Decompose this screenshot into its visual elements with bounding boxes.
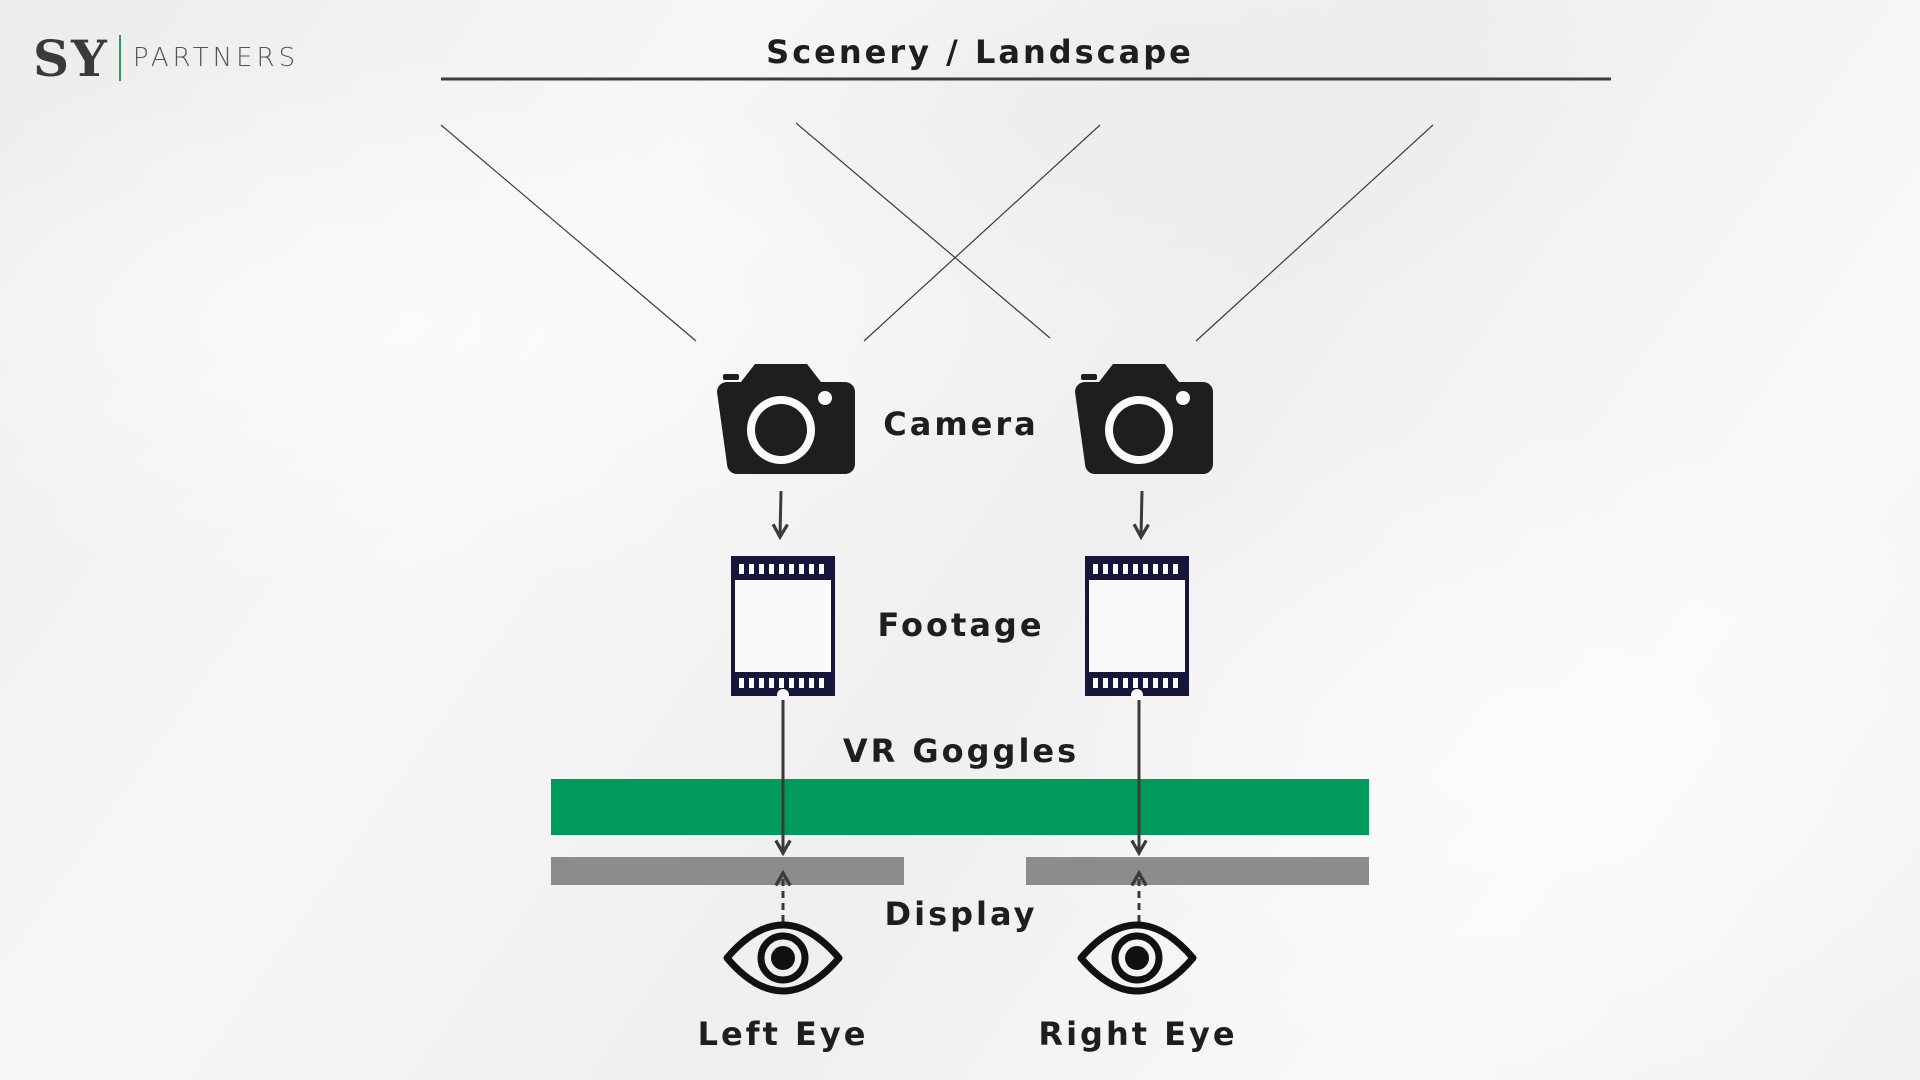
display-bar-right	[1026, 857, 1369, 885]
logo-mark: SY	[33, 28, 109, 88]
eye-icon-left	[727, 925, 839, 991]
logo-divider	[118, 35, 121, 81]
fov-line-left-b	[863, 124, 1101, 342]
display-label: Display	[884, 895, 1038, 933]
camera-icon-right	[1075, 364, 1213, 474]
film-strip-icon-right	[1085, 556, 1189, 696]
eye-icon-right	[1081, 925, 1193, 991]
vr-goggles-label: VR Goggles	[842, 732, 1080, 770]
camera-icon-left	[717, 364, 855, 474]
camera-label: Camera	[883, 405, 1039, 443]
fov-line-right-b	[1195, 124, 1434, 342]
footage-label: Footage	[877, 606, 1045, 644]
field-of-view-lines	[440, 122, 1434, 342]
vr-goggles-bar	[551, 779, 1369, 835]
film-strip-icon-left	[731, 556, 835, 696]
arrow-camera-footage-left	[771, 490, 789, 541]
logo-wordmark: PARTNERS	[132, 43, 300, 73]
right-eye-label: Right Eye	[1038, 1015, 1238, 1053]
display-bar-left	[551, 857, 904, 885]
arrow-camera-footage-right	[1132, 490, 1150, 541]
brand-logo: SY PARTNERS	[33, 28, 300, 88]
fov-line-left-a	[440, 124, 697, 342]
fov-line-right-a	[795, 122, 1051, 339]
left-eye-label: Left Eye	[697, 1015, 869, 1053]
scenery-label: Scenery / Landscape	[766, 33, 1194, 71]
